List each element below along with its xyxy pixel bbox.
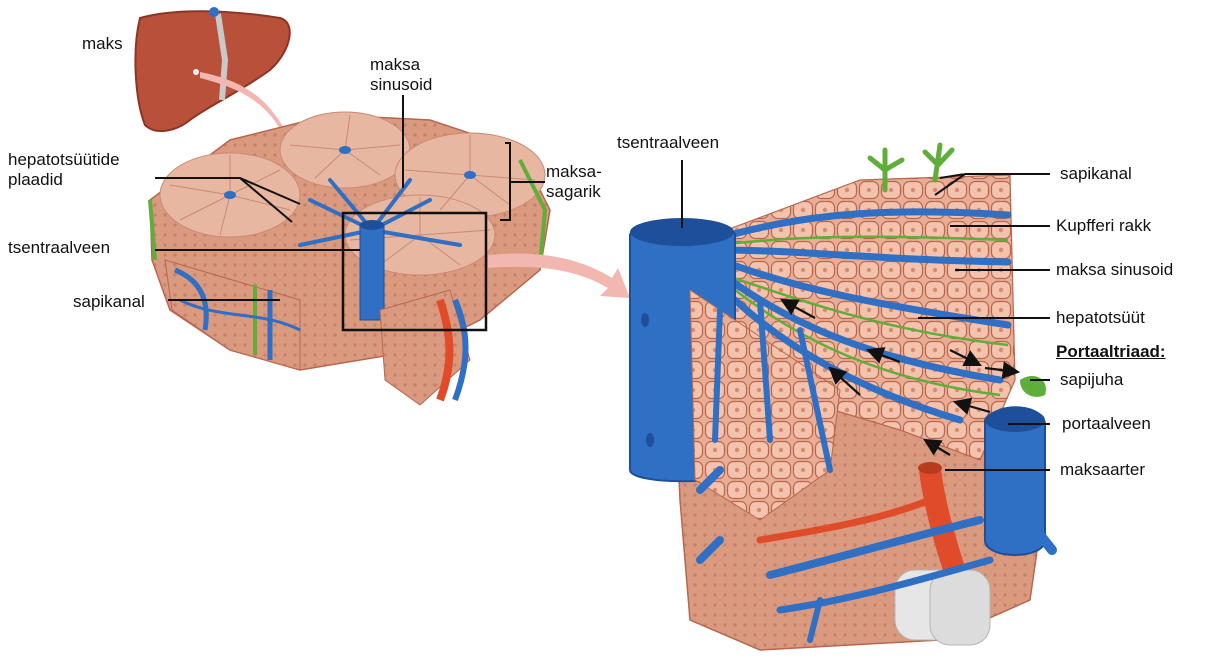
label-sapijuha: sapijuha	[1060, 370, 1123, 390]
label-portaaltriaad: Portaaltriaad:	[1056, 342, 1166, 362]
label-maksa-sinusoid-right: maksa sinusoid	[1056, 260, 1173, 280]
label-hepatotsuut: hepatotsüüt	[1056, 308, 1145, 328]
magnified-lobule	[630, 145, 1052, 650]
label-tsentraalveen-left: tsentraalveen	[8, 238, 110, 258]
liver-organ	[135, 7, 289, 131]
label-sapikanal-left: sapikanal	[73, 292, 145, 312]
label-maksa-sagarik: maksa-sagarik	[546, 162, 626, 202]
label-sapikanal-right: sapikanal	[1060, 164, 1132, 184]
label-maksaarter: maksaarter	[1060, 460, 1145, 480]
label-portaalveen: portaalveen	[1062, 414, 1151, 434]
label-kupfferi-rakk: Kupfferi rakk	[1056, 216, 1151, 236]
label-maks: maks	[82, 34, 123, 54]
label-tsentraalveen-right: tsentraalveen	[617, 133, 719, 153]
